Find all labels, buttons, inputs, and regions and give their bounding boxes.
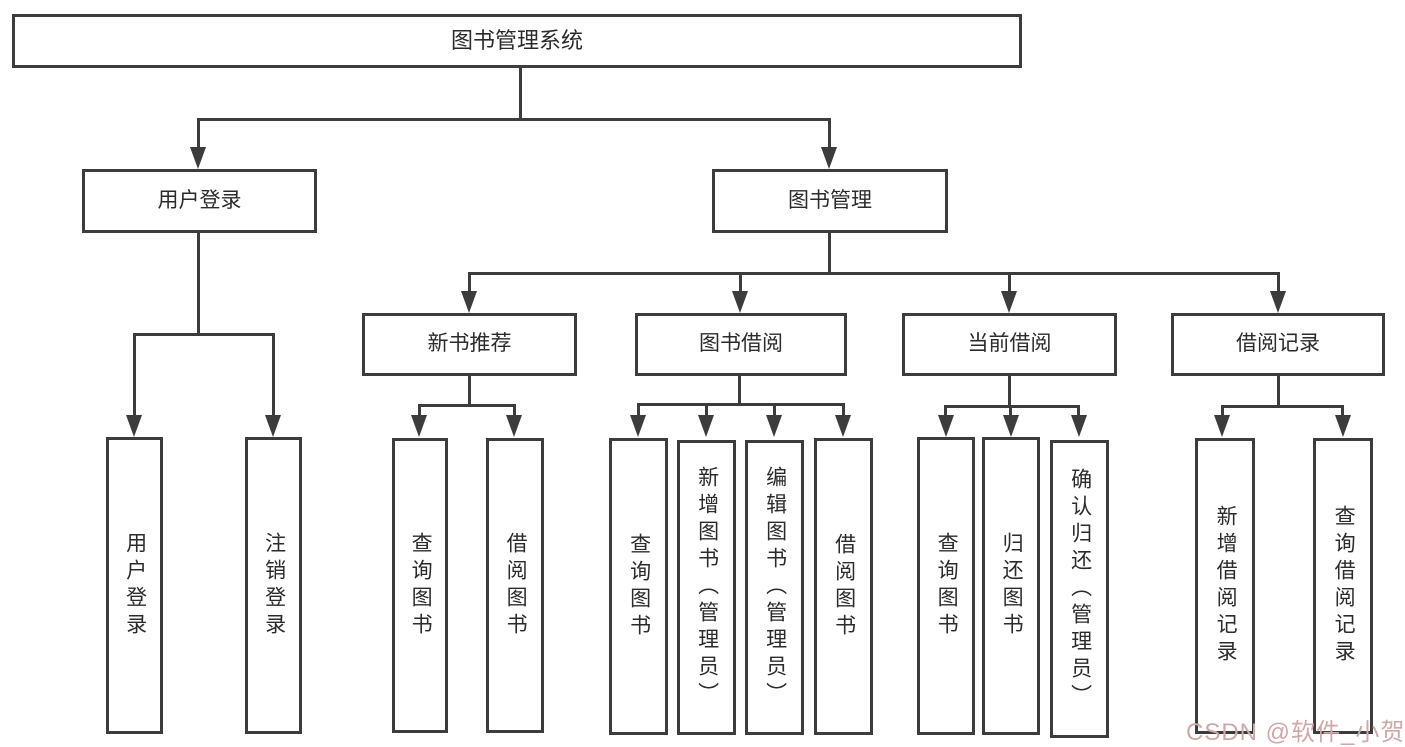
leaf-borrow-book-1: 借阅图书 (486, 438, 544, 733)
node-book-management: 图书管理 (712, 169, 948, 233)
arrow-down-icon (1001, 291, 1017, 313)
connector-vline (1008, 272, 1011, 293)
leaf-add-book-admin: 新增图书（管理员） (677, 440, 736, 735)
connector-vline (519, 67, 522, 120)
connector-vline (1077, 405, 1080, 416)
connector-hline (468, 272, 1280, 275)
connector-vline (1008, 374, 1011, 407)
arrow-down-icon (1214, 415, 1230, 437)
arrow-down-icon (732, 291, 748, 313)
connector-vline (1277, 374, 1280, 407)
connector-vline (468, 374, 471, 406)
arrow-down-icon (766, 415, 782, 437)
connector-vline (705, 403, 708, 416)
arrow-down-icon (698, 415, 714, 437)
node-user-login: 用户登录 (82, 169, 317, 233)
leaf-return-book: 归还图书 (982, 437, 1040, 735)
connector-vline (739, 272, 742, 293)
connector-vline (1341, 405, 1344, 416)
connector-vline (828, 118, 831, 149)
connector-vline (1009, 405, 1012, 416)
arrow-down-icon (411, 415, 427, 437)
arrow-down-icon (1071, 415, 1087, 437)
leaf-confirm-return-admin: 确认归还（管理员） (1050, 440, 1109, 738)
connector-vline (828, 231, 831, 274)
arrow-down-icon (938, 415, 954, 437)
leaf-query-book-3: 查询图书 (917, 437, 975, 735)
leaf-edit-book-admin: 编辑图书（管理员） (745, 440, 804, 735)
connector-vline (197, 231, 200, 335)
arrow-down-icon (126, 415, 142, 437)
connector-vline (133, 333, 136, 417)
node-borrow-records: 借阅记录 (1171, 313, 1385, 376)
leaf-query-borrow-record: 查询借阅记录 (1313, 438, 1373, 734)
connector-vline (842, 403, 845, 416)
leaf-logout: 注销登录 (245, 437, 302, 734)
node-book-borrow: 图书借阅 (635, 313, 847, 376)
arrow-down-icon (835, 415, 851, 437)
connector-vline (197, 118, 200, 149)
arrow-down-icon (1335, 415, 1351, 437)
connector-vline (773, 403, 776, 416)
connector-vline (637, 403, 640, 416)
arrow-down-icon (1003, 415, 1019, 437)
arrow-down-icon (630, 415, 646, 437)
connector-vline (513, 404, 516, 416)
leaf-query-book-2: 查询图书 (609, 438, 668, 735)
connector-hline (944, 405, 1080, 408)
node-library-system: 图书管理系统 (12, 14, 1022, 68)
node-current-borrow: 当前借阅 (902, 313, 1117, 376)
connector-hline (1221, 405, 1344, 408)
connector-vline (418, 404, 421, 416)
leaf-query-book-1: 查询图书 (392, 438, 448, 733)
arrow-down-icon (265, 415, 281, 437)
connector-vline (272, 333, 275, 417)
arrow-down-icon (506, 415, 522, 437)
connector-vline (738, 374, 741, 405)
connector-vline (944, 405, 947, 416)
watermark-text: CSDN @软件_小贺同学 (1186, 719, 1405, 746)
connector-hline (637, 403, 843, 406)
leaf-add-borrow-record: 新增借阅记录 (1195, 438, 1255, 734)
connector-vline (1277, 272, 1280, 293)
connector-hline (197, 118, 831, 121)
connector-vline (468, 272, 471, 293)
arrow-down-icon (821, 147, 837, 169)
connector-hline (133, 333, 275, 336)
arrow-down-icon (1270, 291, 1286, 313)
leaf-borrow-book-2: 借阅图书 (814, 438, 873, 735)
arrow-down-icon (190, 147, 206, 169)
leaf-user-login: 用户登录 (106, 437, 163, 734)
arrow-down-icon (461, 291, 477, 313)
connector-vline (1221, 405, 1224, 416)
connector-hline (418, 404, 516, 407)
node-new-book-recommend: 新书推荐 (362, 313, 577, 376)
